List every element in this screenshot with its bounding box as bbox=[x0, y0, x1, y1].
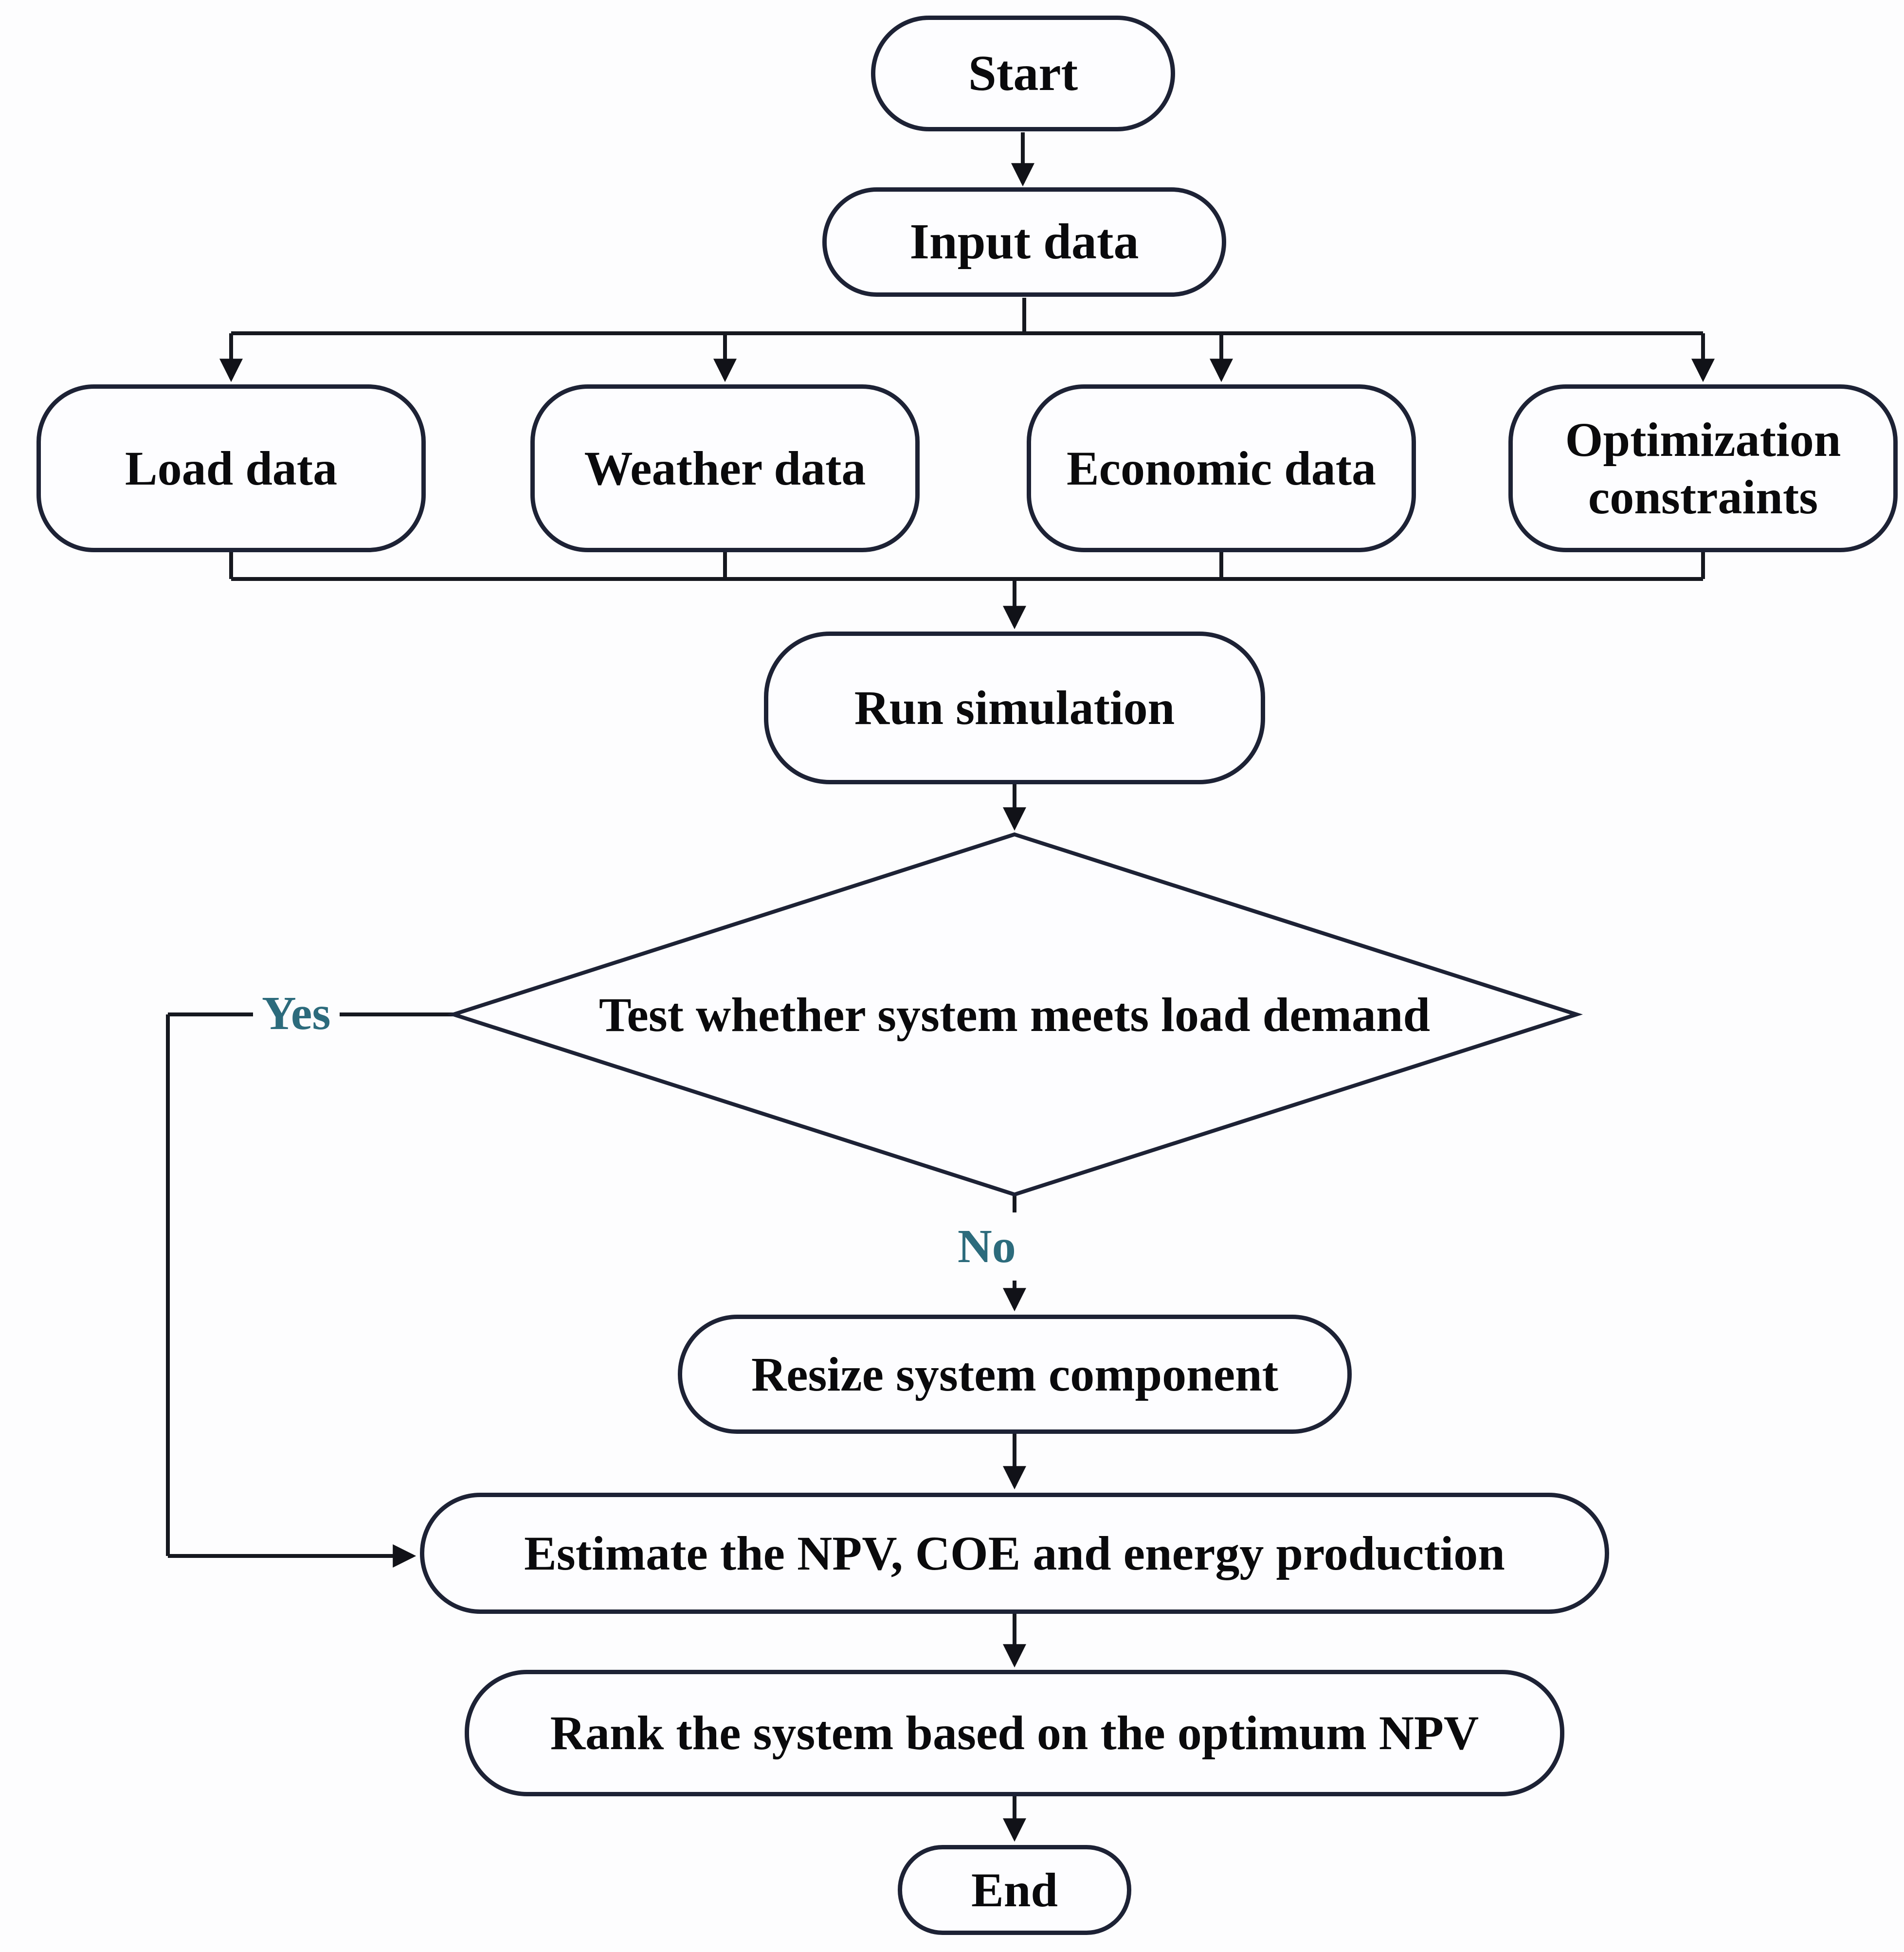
node-optimization-constraints: Optimization constraints bbox=[1508, 384, 1898, 552]
node-economic-data: Economic data bbox=[1027, 384, 1416, 552]
node-end-label: End bbox=[971, 1862, 1058, 1917]
node-run-simulation: Run simulation bbox=[764, 632, 1265, 784]
node-weather-data: Weather data bbox=[530, 384, 920, 552]
node-estimate-npv: Estimate the NPV, COE and energy product… bbox=[420, 1493, 1609, 1614]
decision-diamond-shape bbox=[447, 832, 1583, 1197]
node-start-label: Start bbox=[968, 45, 1078, 101]
node-optimization-constraints-label: Optimization constraints bbox=[1565, 412, 1841, 524]
node-load-data: Load data bbox=[36, 384, 426, 552]
node-estimate-npv-label: Estimate the NPV, COE and energy product… bbox=[524, 1526, 1505, 1580]
node-rank-system: Rank the system based on the optimum NPV bbox=[465, 1670, 1564, 1796]
branch-label-yes: Yes bbox=[253, 977, 340, 1050]
node-decision-label: Test whether system meets load demand bbox=[598, 987, 1431, 1042]
node-resize-system: Resize system component bbox=[678, 1315, 1352, 1434]
node-run-simulation-label: Run simulation bbox=[854, 681, 1175, 735]
node-weather-data-label: Weather data bbox=[584, 441, 866, 495]
node-resize-system-label: Resize system component bbox=[751, 1347, 1279, 1401]
node-start: Start bbox=[871, 16, 1175, 131]
node-load-data-label: Load data bbox=[125, 441, 338, 495]
node-economic-data-label: Economic data bbox=[1066, 441, 1377, 495]
node-input-data-label: Input data bbox=[909, 214, 1139, 270]
branch-label-no: No bbox=[949, 1212, 1025, 1281]
node-rank-system-label: Rank the system based on the optimum NPV bbox=[550, 1706, 1479, 1760]
node-input-data: Input data bbox=[822, 187, 1226, 297]
node-end: End bbox=[898, 1845, 1131, 1935]
